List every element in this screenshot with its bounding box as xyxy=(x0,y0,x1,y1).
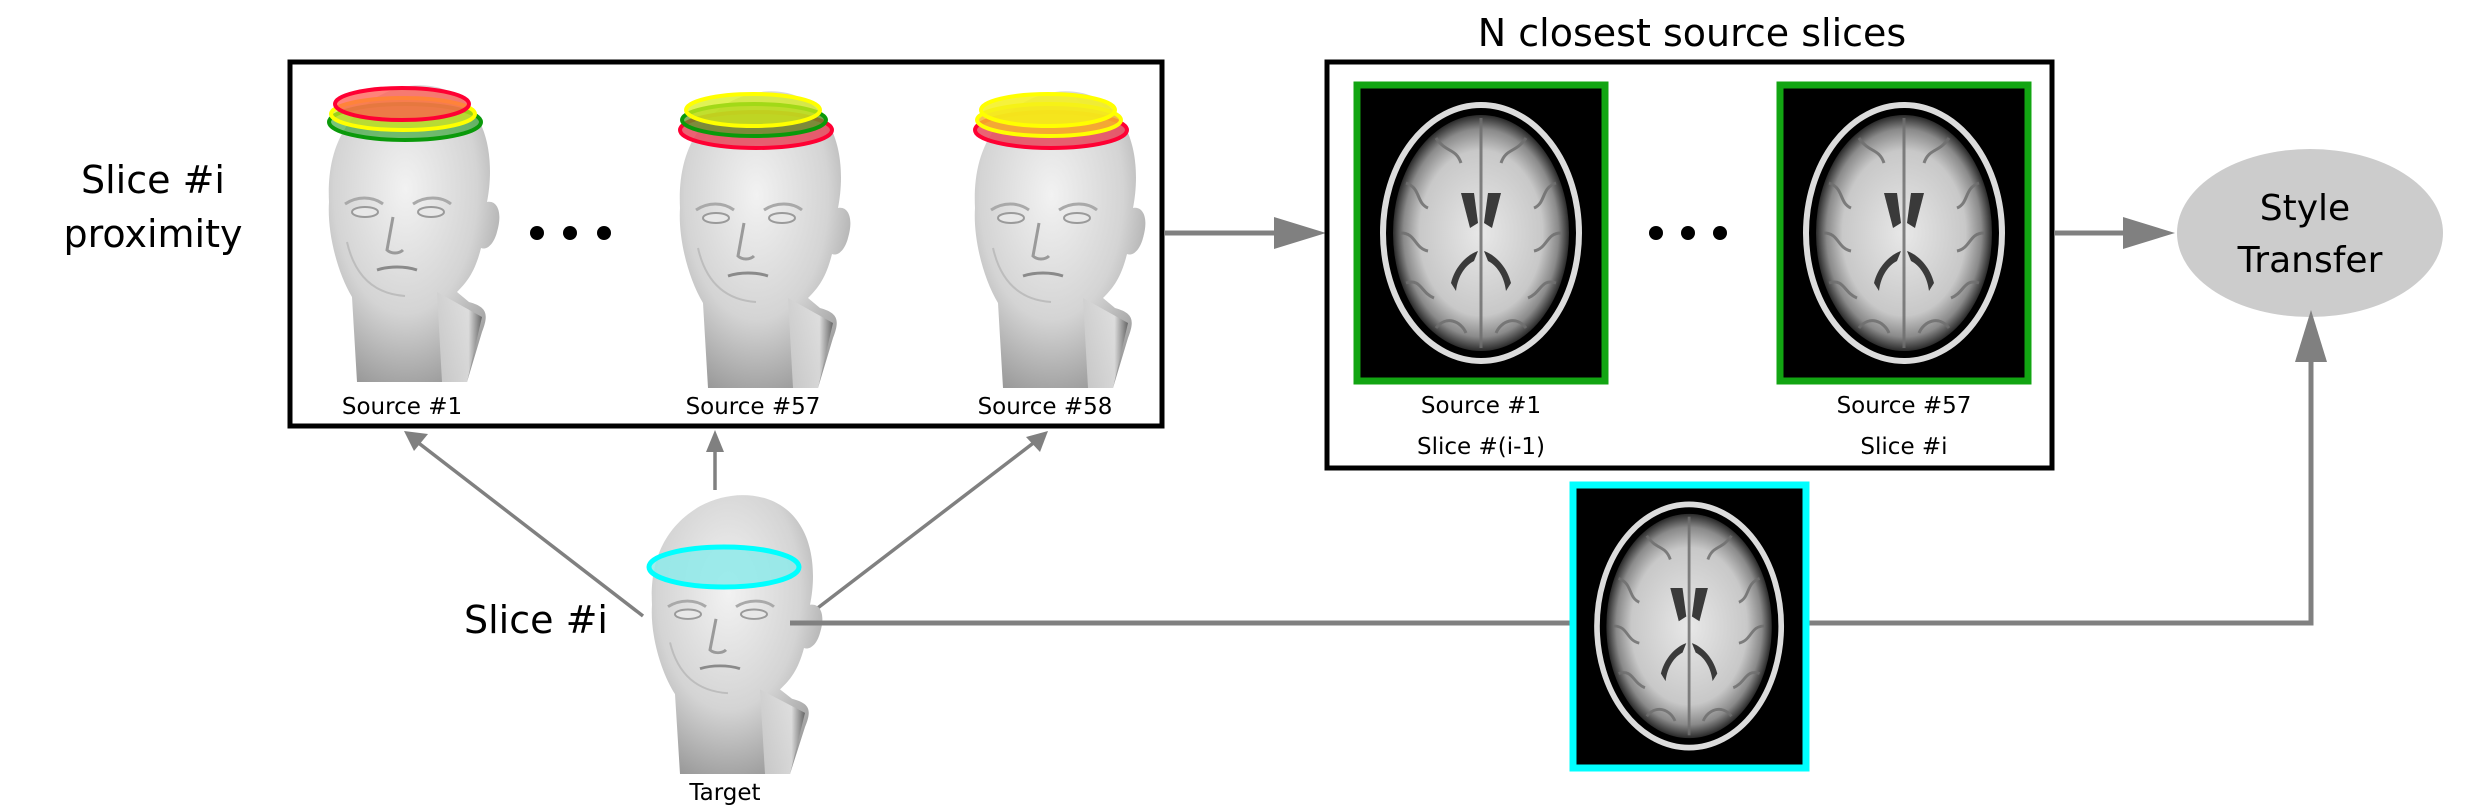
arrow-head xyxy=(706,430,724,452)
dot xyxy=(563,226,577,240)
slice-rings xyxy=(678,92,834,150)
closest-slices-title: N closest source slices xyxy=(1478,11,1906,55)
style-transfer-ellipse xyxy=(2177,149,2443,317)
arrow-slices-to-style-transfer xyxy=(2054,217,2175,249)
ring-yellow-upper xyxy=(979,92,1117,128)
source-head-57-label: Source #57 xyxy=(686,394,821,420)
ring-cyan xyxy=(646,544,802,590)
target-mri-slice xyxy=(1569,481,1810,772)
arrow-proximity-to-slices xyxy=(1164,217,1326,249)
source-head-57 xyxy=(678,89,852,390)
style-transfer-node: Style Transfer xyxy=(2177,149,2443,317)
arrow-to-source-1 xyxy=(414,439,645,618)
mri-slice-source-1 xyxy=(1353,81,1609,385)
source-head-58-label: Source #58 xyxy=(978,394,1113,420)
dot xyxy=(1649,226,1663,240)
mri-slice-source-1-source: Source #1 xyxy=(1421,393,1541,419)
mri-slice-source-57-source: Source #57 xyxy=(1837,393,1972,419)
source-head-1 xyxy=(327,83,501,384)
arrows-target-to-sources xyxy=(404,430,1048,622)
source-head-1-label: Source #1 xyxy=(342,394,462,420)
ring-yellow xyxy=(684,92,822,128)
arrow-head xyxy=(2295,310,2327,362)
arrow-head xyxy=(1026,431,1048,452)
proximity-label-line1: Slice #i xyxy=(81,158,225,202)
arrow-head xyxy=(404,431,428,451)
style-transfer-label-line1: Style xyxy=(2260,188,2350,229)
arrow-head xyxy=(1274,217,1326,249)
dot xyxy=(1713,226,1727,240)
arrow-head xyxy=(2123,217,2175,249)
proximity-label-line2: proximity xyxy=(64,212,243,256)
ring-red xyxy=(333,86,471,122)
mri-slice-source-57 xyxy=(1776,81,2032,385)
dot xyxy=(1681,226,1695,240)
dot xyxy=(530,226,544,240)
arrow-to-source-58 xyxy=(800,439,1038,622)
closest-slices-panel: Source #1 Slice #(i-1) Source #57 Slice … xyxy=(1324,59,2055,471)
style-transfer-label-line2: Transfer xyxy=(2237,240,2383,281)
slice-rings xyxy=(973,92,1129,150)
arrow-target-to-style-transfer xyxy=(790,310,2327,626)
target-head xyxy=(646,493,824,776)
ellipsis-dots-left xyxy=(530,226,611,240)
ellipsis-dots-right xyxy=(1649,226,1727,240)
proximity-panel: Source #1 Source #57 Source xyxy=(287,59,1165,429)
target-label: Target xyxy=(688,780,760,806)
mri-slice-source-1-slice: Slice #(i-1) xyxy=(1417,434,1545,460)
mri-slice-source-57-slice: Slice #i xyxy=(1860,434,1947,460)
arrow-shaft-right xyxy=(1808,358,2314,626)
target-slice-label: Slice #i xyxy=(464,598,608,642)
slice-rings xyxy=(327,86,483,142)
dot xyxy=(597,226,611,240)
source-head-58 xyxy=(973,89,1147,390)
